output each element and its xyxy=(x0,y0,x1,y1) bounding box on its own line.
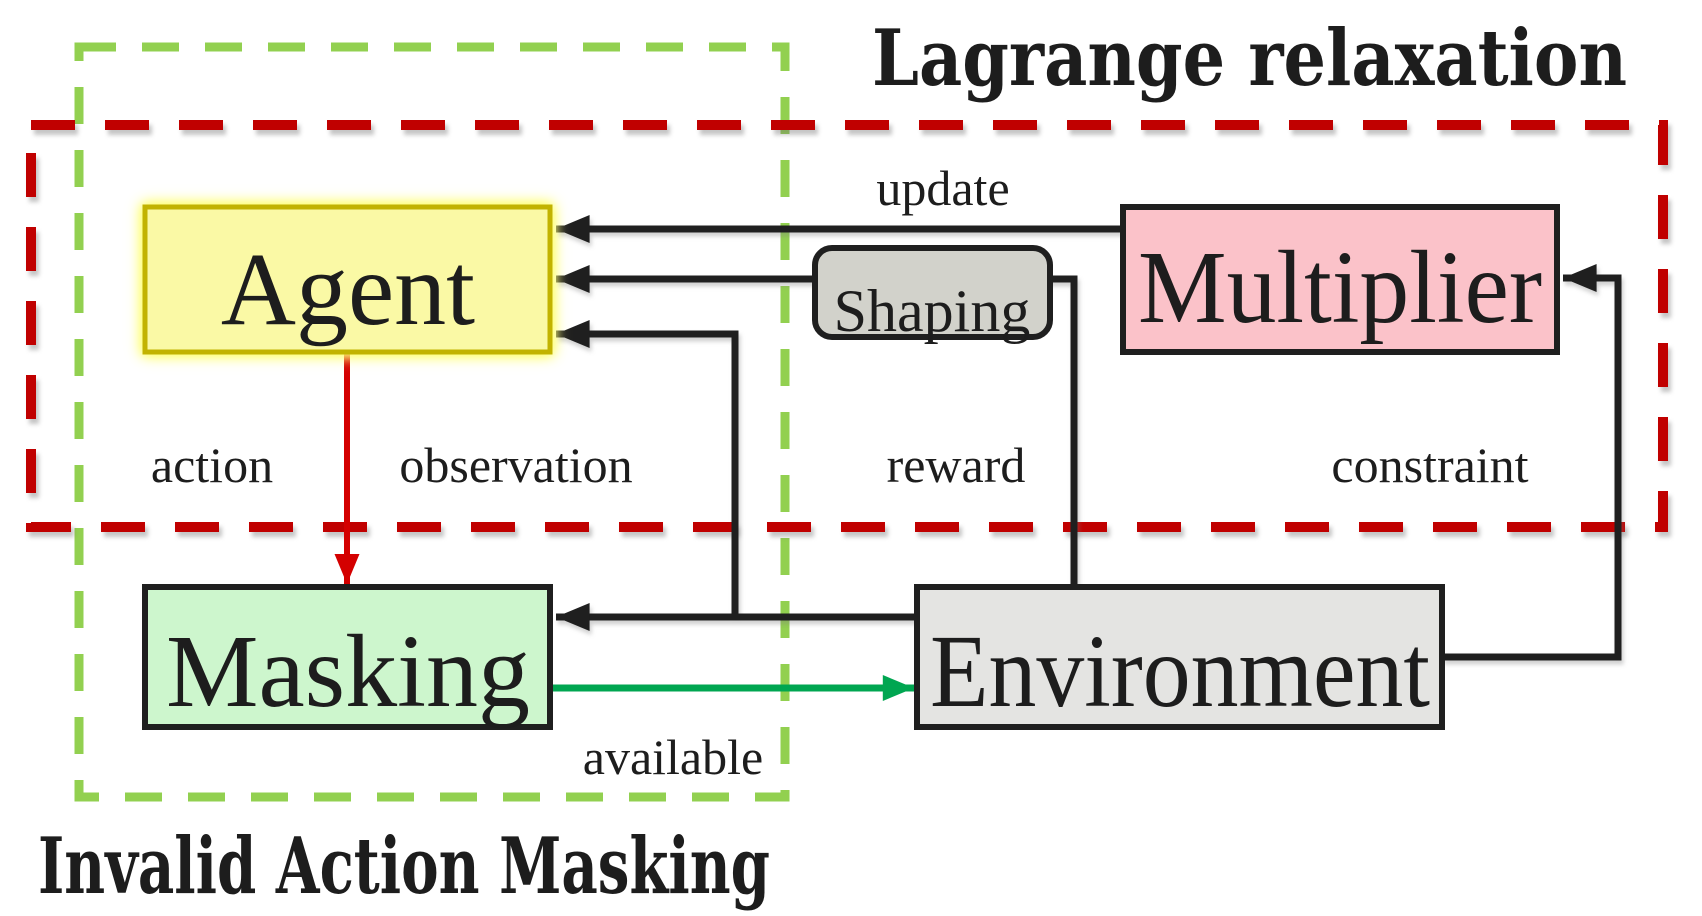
action-label: action xyxy=(151,437,273,493)
lagrange-relaxation-boundary xyxy=(26,120,1668,532)
multiplier-box xyxy=(1120,204,1560,355)
environment-box xyxy=(914,584,1445,730)
constraint-arrow xyxy=(1442,264,1622,661)
multiplier-box-label: Multiplier xyxy=(1138,230,1542,345)
constraint-label: constraint xyxy=(1331,437,1528,493)
reward-shaping-arrow xyxy=(555,265,1078,585)
available-label: available xyxy=(583,729,763,785)
update-label: update xyxy=(876,160,1009,216)
shaping-box xyxy=(812,245,1053,340)
masking-box-label: Masking xyxy=(166,614,530,729)
observation-arrow xyxy=(555,320,739,615)
masking-box xyxy=(142,584,553,730)
shaping-box-label: Shaping xyxy=(834,278,1031,344)
lagrange-relaxation-title: Lagrange relaxation xyxy=(872,13,1627,104)
black-connectors xyxy=(555,215,1622,661)
reward-label: reward xyxy=(887,437,1026,493)
invalid-action-masking-title: Invalid Action Masking xyxy=(38,821,770,912)
agent-box-label: Agent xyxy=(221,232,475,347)
environment-box-label: Environment xyxy=(930,614,1430,729)
invalid-action-masking-boundary xyxy=(74,42,790,802)
observation-label: observation xyxy=(399,437,632,493)
agent-box xyxy=(142,204,553,355)
